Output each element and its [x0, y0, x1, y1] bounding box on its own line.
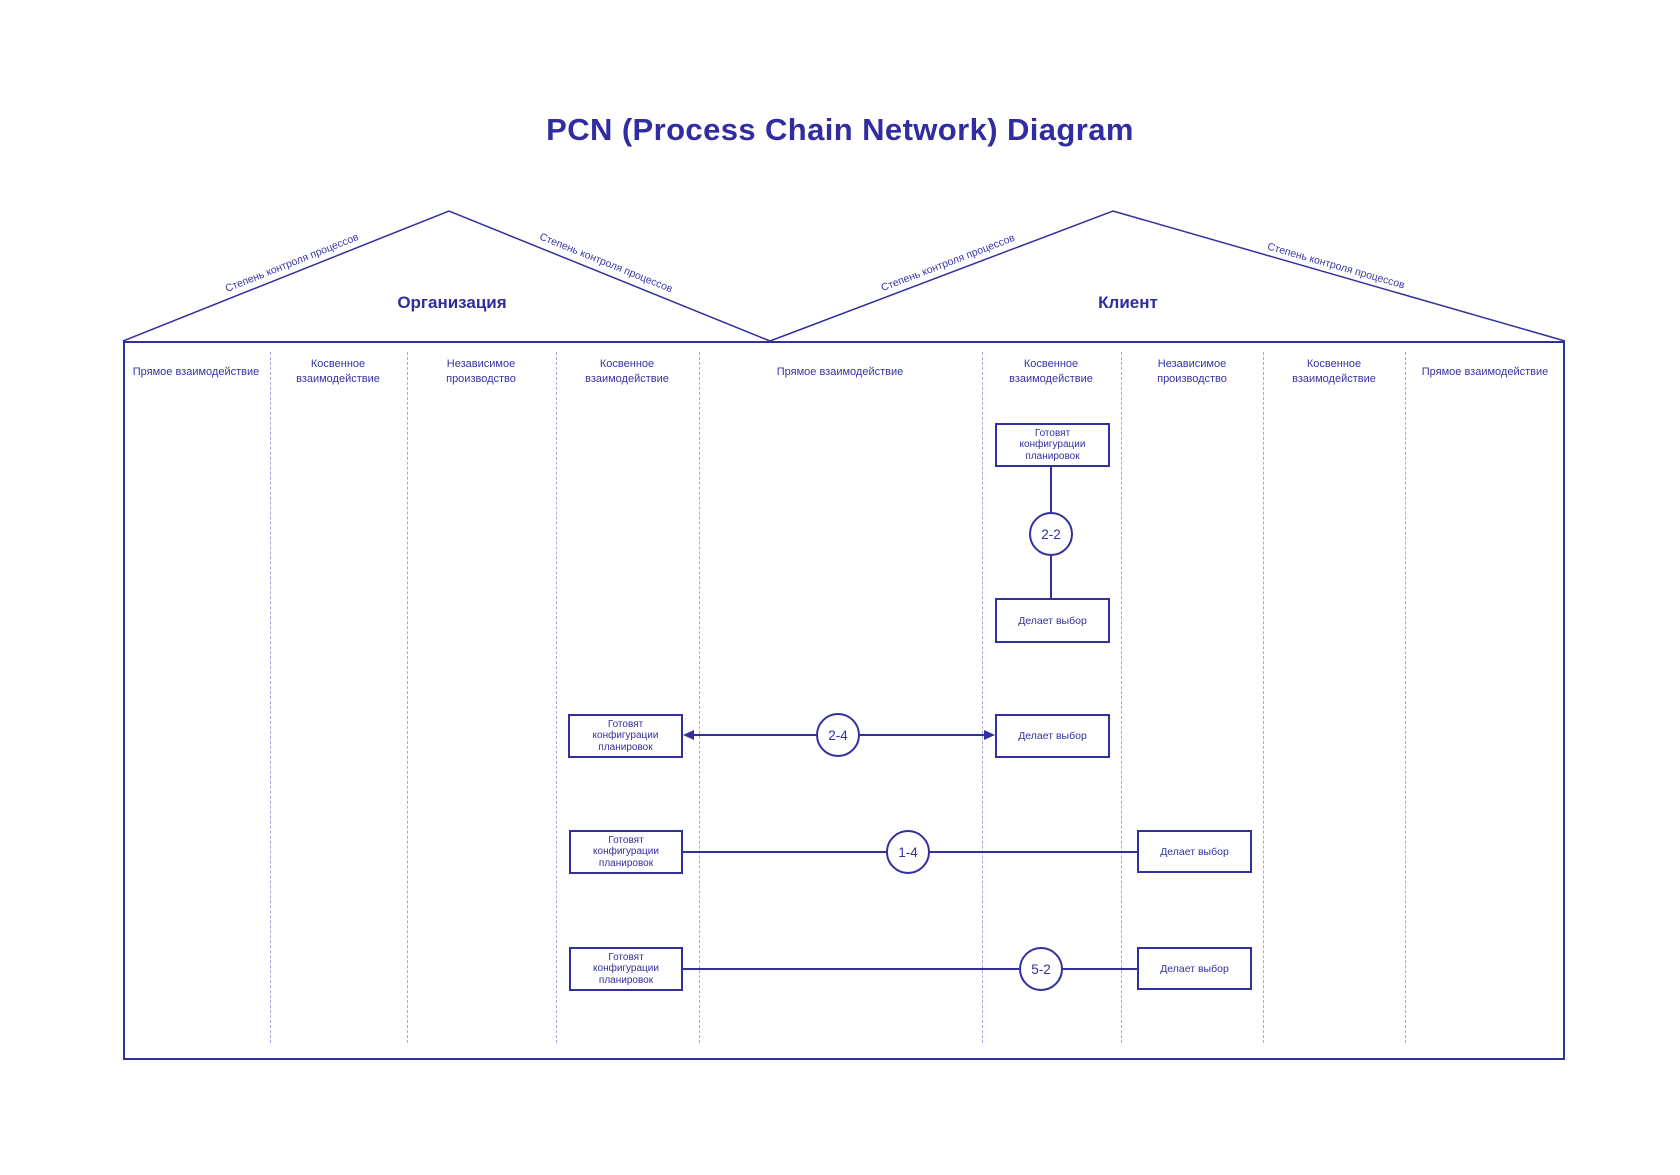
prepare-box: Готовят конфигурации планировок: [568, 714, 683, 758]
choose-box-label: Делает выбор: [1018, 614, 1087, 627]
connector-circle-2-4-label: 2-4: [828, 727, 848, 743]
choose-box-label: Делает выбор: [1018, 730, 1087, 742]
section-label-client: Клиент: [1098, 293, 1158, 312]
prepare-box: Готовят конфигурации планировок: [569, 947, 683, 991]
connector-circle-1-4: 1-4: [886, 830, 930, 874]
column-divider: [1121, 352, 1122, 1043]
choose-box: Делает выбор: [995, 598, 1110, 643]
matrix-frame: [123, 341, 1565, 1060]
column-divider: [556, 352, 557, 1043]
column-divider: [1263, 352, 1264, 1043]
column-divider: [1405, 352, 1406, 1043]
column-header-8: Косвенное взаимодействие: [1292, 358, 1376, 385]
column-divider: [982, 352, 983, 1043]
choose-box: Делает выбор: [1137, 947, 1252, 990]
roof-right-outline: [769, 210, 1566, 342]
column-header-6: Косвенное взаимодействие: [1009, 358, 1093, 385]
choose-box: Делает выбор: [995, 714, 1110, 758]
column-header-7: Независимое производство: [1157, 358, 1227, 385]
prepare-box: Готовят конфигурации планировок: [995, 423, 1110, 467]
column-divider: [270, 352, 271, 1043]
column-divider: [699, 352, 700, 1043]
arrow-head-left: [683, 730, 694, 740]
roof-left-outline: [122, 210, 771, 342]
connector-line-5-2: [683, 968, 1139, 970]
column-header-4: Косвенное взаимодействие: [585, 358, 669, 385]
column-header-2: Косвенное взаимодействие: [296, 358, 380, 385]
column-header-5: Прямое взаимодействие: [776, 365, 904, 378]
section-label-organization: Организация: [397, 293, 507, 312]
connector-circle-2-2: 2-2: [1029, 512, 1073, 556]
column-header-1: Прямое взаимодействие: [132, 365, 260, 378]
connector-circle-2-4: 2-4: [816, 713, 860, 757]
prepare-box-label: Готовят конфигурации планировок: [592, 718, 659, 753]
column-header-9: Прямое взаимодействие: [1421, 365, 1549, 378]
prepare-box-label: Готовят конфигурации планировок: [1019, 427, 1086, 462]
column-header-3: Независимое производство: [446, 358, 516, 385]
prepare-box-label: Готовят конфигурации планировок: [593, 951, 659, 986]
column-divider: [407, 352, 408, 1043]
prepare-box-label: Готовят конфигурации планировок: [593, 834, 659, 869]
arrow-head-right: [984, 730, 995, 740]
connector-circle-1-4-label: 1-4: [898, 844, 918, 860]
choose-box-label: Делает выбор: [1160, 962, 1229, 975]
choose-box: Делает выбор: [1137, 830, 1252, 873]
connector-circle-5-2: 5-2: [1019, 947, 1063, 991]
connector-circle-5-2-label: 5-2: [1031, 961, 1051, 977]
choose-box-label: Делает выбор: [1160, 845, 1229, 858]
prepare-box: Готовят конфигурации планировок: [569, 830, 683, 874]
connector-circle-2-2-label: 2-2: [1041, 526, 1061, 542]
diagram-title: PCN (Process Chain Network) Diagram: [546, 112, 1134, 147]
